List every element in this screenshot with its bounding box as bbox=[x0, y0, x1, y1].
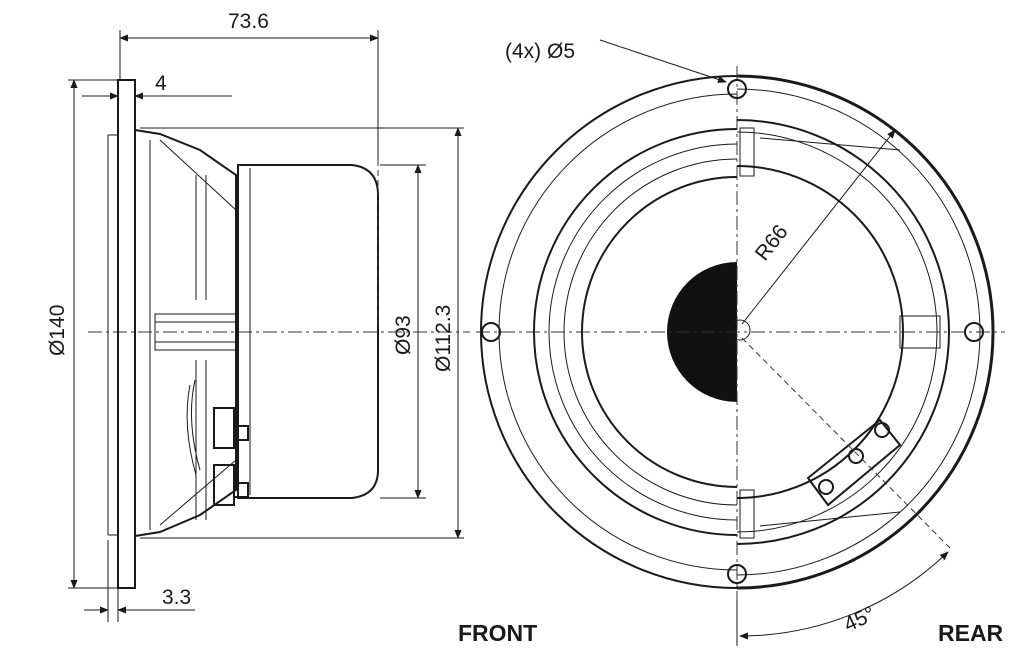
front-label: FRONT bbox=[458, 620, 537, 646]
side-view: 73.6 4 3.3 Ø140 Ø93 Ø112.3 bbox=[46, 10, 470, 622]
pole-band bbox=[154, 313, 237, 351]
center-pole bbox=[729, 319, 751, 341]
radius-label: R66 bbox=[751, 221, 793, 266]
angle-arc bbox=[739, 551, 949, 640]
angle-label: 45° bbox=[840, 602, 879, 636]
rear-label: REAR bbox=[938, 620, 1004, 646]
holes-label: (4x) Ø5 bbox=[505, 40, 575, 63]
magnet bbox=[237, 164, 379, 499]
radius-line bbox=[741, 129, 896, 325]
cutout-diameter-label: Ø112.3 bbox=[432, 305, 455, 372]
depth-label: 73.6 bbox=[228, 10, 269, 33]
terminals-side bbox=[186, 379, 249, 506]
flange-offset-label: 3.3 bbox=[162, 586, 191, 609]
mounting-flange bbox=[117, 79, 136, 589]
outer-diameter-label: Ø140 bbox=[46, 305, 69, 356]
angle-line bbox=[741, 337, 951, 549]
magnet-diameter-label: Ø93 bbox=[392, 315, 415, 355]
mounting-holes bbox=[481, 79, 984, 584]
terminals-rear bbox=[806, 418, 902, 507]
front-rear-view: R66 (4x) Ø5 45° bbox=[476, 39, 1005, 646]
flange-thickness-label: 4 bbox=[155, 72, 167, 95]
